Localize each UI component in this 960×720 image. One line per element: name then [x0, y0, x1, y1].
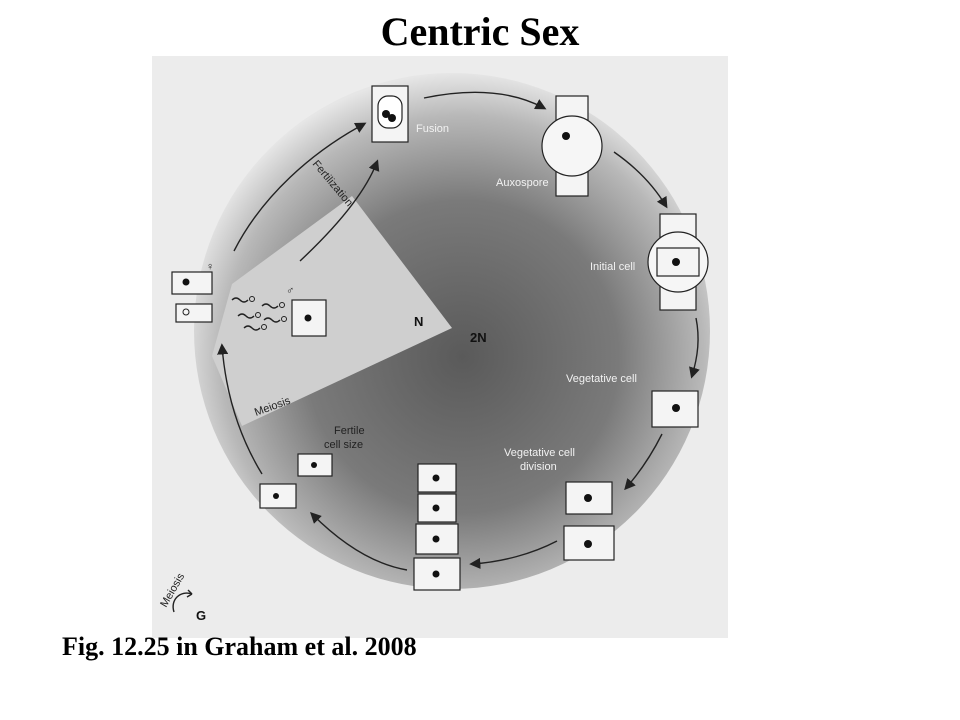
male-gamete-cell: [291, 299, 327, 337]
arrow-vegetative-to-division: [624, 433, 663, 491]
division-cell-top: [565, 481, 613, 515]
fertile-cell-lower: [259, 483, 297, 509]
auxospore-label: Auxospore: [496, 177, 549, 189]
cell-stack: [413, 463, 461, 591]
slide-title: Centric Sex: [380, 9, 580, 54]
diploid-label: 2N: [470, 330, 487, 345]
vegetative-cell-label: Vegetative cell: [566, 373, 637, 385]
division-label-line1: Vegetative cell: [504, 447, 575, 459]
arrow-meiosis: [217, 343, 263, 475]
fusion-label: Fusion: [416, 123, 449, 135]
initial-cell-label: Initial cell: [590, 261, 635, 273]
female-symbol: ♀: [206, 261, 214, 273]
haploid-label: N: [414, 314, 423, 329]
auxospore-cell: [541, 95, 603, 197]
fusion-cell: [371, 85, 409, 143]
life-cycle-diagram: Fusion Auxospore Initial cell Vegetative…: [152, 56, 728, 638]
arrow-fusion-to-auxospore: [423, 91, 547, 110]
division-cell-bottom: [563, 525, 615, 561]
arrow-division-to-stack: [469, 540, 558, 570]
arrow-stack-to-fertile: [310, 512, 408, 571]
fertile-cell-upper: [297, 453, 333, 477]
legend-g-text: G: [196, 608, 206, 623]
female-gamete-cell: [171, 271, 213, 323]
life-cycle-figure: Fusion Auxospore Initial cell Vegetative…: [152, 56, 728, 638]
arrow-initial-to-vegetative: [689, 317, 700, 379]
division-label-line2: division: [520, 461, 557, 473]
initial-cell: [647, 213, 709, 311]
fertile-label-line1: Fertile: [334, 425, 365, 437]
vegetative-cell: [651, 390, 699, 428]
male-symbol: ♂: [286, 285, 294, 297]
arrow-auxospore-to-initial: [613, 151, 668, 209]
arrow-fertilization-inner: [299, 159, 380, 262]
arrow-fertilization-outer: [233, 122, 367, 252]
fertile-label-line2: cell size: [324, 439, 363, 451]
sperm-cluster: [231, 296, 287, 331]
figure-caption: Fig. 12.25 in Graham et al. 2008: [62, 632, 417, 661]
haploid-wedge: [212, 196, 452, 426]
